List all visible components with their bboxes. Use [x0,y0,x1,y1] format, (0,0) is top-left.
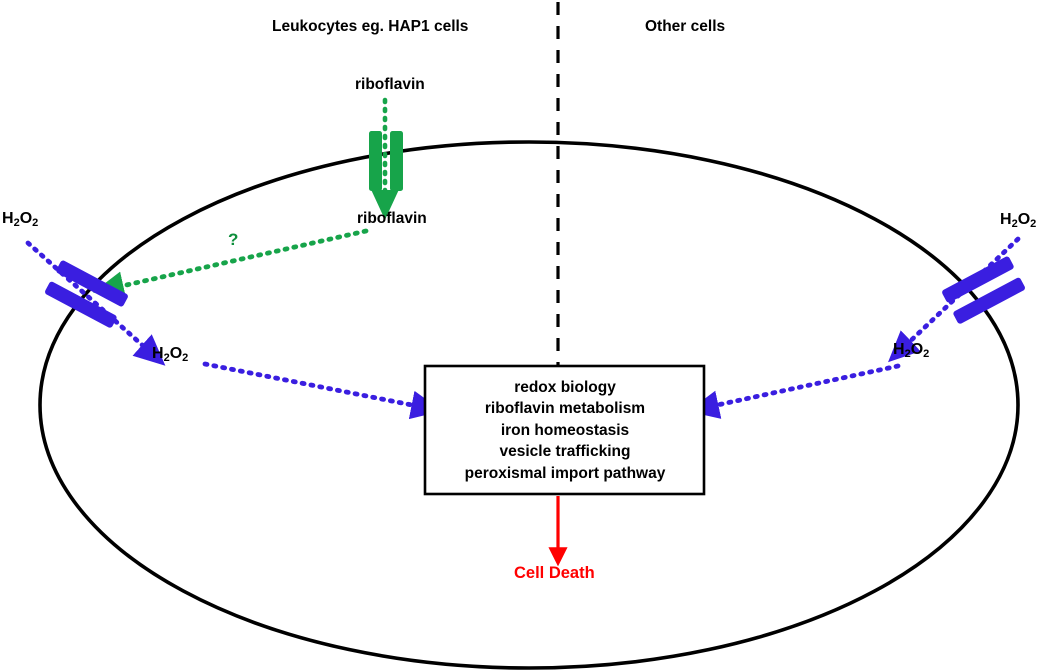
cell-membrane [38,140,1020,670]
riboflavin-outside-label: riboflavin [355,76,425,93]
o-count: 2 [923,348,930,360]
riboflavin-transporter-bar-left [369,131,382,191]
process-line-4: peroxismal import pathway [464,464,666,482]
o-count: 2 [32,217,39,229]
header-right-cells: Other cells [645,18,726,35]
h2o2-left-outside-label: H2O2 [2,210,39,229]
o-symbol: O [910,341,924,358]
cell-death-label: Cell Death [514,564,595,582]
h2o2-right-inside-label: H2O2 [893,341,930,360]
h2o2-left-inside-label: H2O2 [152,345,189,364]
o-symbol: O [169,345,183,362]
process-line-1: riboflavin metabolism [484,400,646,418]
process-line-3: vesicle trafficking [499,443,631,461]
process-line-2: iron homeostasis [500,421,630,439]
h-symbol: H [2,210,14,227]
h2o2-right-outside-label: H2O2 [1000,211,1037,230]
h2o2-left-influx-arrow [25,240,166,366]
h2o2-transporter-right [942,256,1025,324]
process-box [423,364,706,496]
o-count: 2 [1030,218,1037,230]
h2o2-transporter-left [45,260,128,328]
riboflavin-to-channel-arrow [92,228,369,300]
h-symbol: H [1000,211,1012,228]
header-left-cells: Leukocytes eg. HAP1 cells [272,18,469,35]
h-count: 2 [1011,218,1018,230]
process-line-0: redox biology [514,379,616,397]
h-count: 2 [13,217,20,229]
h-symbol: H [152,345,164,362]
o-symbol: O [19,210,33,227]
h-count: 2 [163,352,170,364]
h-symbol: H [893,341,905,358]
o-count: 2 [182,352,189,364]
h2o2-left-to-box-arrow [202,361,443,420]
question-mark-label: ? [228,230,239,249]
riboflavin-inside-label: riboflavin [357,210,427,227]
h-count: 2 [904,348,911,360]
process-box-text: redox biology riboflavin metabolism iron… [426,367,704,494]
o-symbol: O [1017,211,1031,228]
riboflavin-transporter-bar-right [390,131,403,191]
h2o2-right-to-box-arrow [687,363,901,419]
